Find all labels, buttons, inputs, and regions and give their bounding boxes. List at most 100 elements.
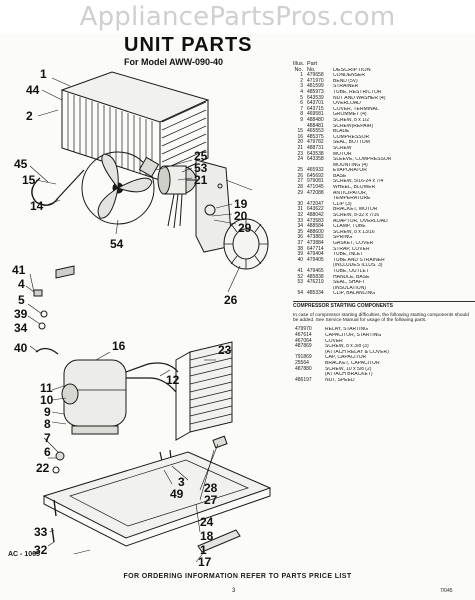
illus-number: 23 [297,150,303,157]
part-number: 479405 [307,256,324,263]
part-number: 643538 [307,150,324,157]
table-row: TEMPERATURE [293,196,475,202]
part-number: 479658 [307,72,324,79]
part-description: (INCLUDES ILLUS. 3) [333,263,383,269]
callout-7: 7 [44,431,51,445]
table-row: 40 479405 TUBE AND STRAINER [293,256,475,264]
evaporator-coil [175,341,233,441]
illus-number: 6 [300,100,303,107]
part-description: SCREW, 8 x 1/2 [333,117,370,123]
part-description: STRAINER [333,84,359,90]
callout-24: 24 [200,515,214,529]
illus-number: 7 [300,105,303,112]
part-description: TUBE, OUTLET [333,268,369,274]
illus-number: 24 [297,156,303,163]
blower-wheel [223,218,269,270]
part-number: 486197 [295,376,312,383]
part-number: 488731 [307,144,324,151]
part-description: GASKET, COVER [333,241,374,246]
part-description: SPRING [333,235,353,241]
part-description: MOTOR [333,151,352,157]
part-description: CLIP, BALANCING [333,291,376,297]
part-description: TUBE AND STRAINER [333,257,385,263]
part-description: BRACKET, CAPACITOR [325,360,380,366]
part-description: CAPACITOR, STARTING [325,332,382,338]
motor-bracket [195,159,233,253]
part-number: 485375 [307,133,324,140]
illus-number: 4 [300,88,303,95]
callout-26: 26 [224,293,238,307]
illus-number: 1 [300,72,303,79]
page-number: 3 [232,588,236,594]
part-number: 479404 [307,251,324,258]
callout-32: 32 [34,543,48,557]
part-description: BRACKET, MOTOR [333,207,378,213]
part-description: TEMPERATURE [333,196,371,202]
part-description: SLEEVE, COMPRESSOR [333,157,392,163]
part-number: 488042 [307,212,324,219]
table-row: (ATTACH BRACKET) [293,372,475,378]
illus-number: 27 [297,178,303,185]
callout-8: 8 [44,417,51,431]
callout-10: 10 [40,393,54,407]
callout-14: 14 [30,199,44,213]
part-description: SEAL, BOTTOM [333,140,370,146]
callout-20: 20 [234,209,248,223]
illus-number: 28 [297,184,303,191]
part-description: BEND (5V) [333,78,358,84]
page-title: UNIT PARTS [124,34,253,56]
illus-number: 40 [297,256,303,263]
callout-22: 22 [36,461,50,475]
callout-34: 34 [14,321,28,335]
part-number: 485973 [307,88,324,95]
part-number: 488584 [307,223,324,230]
callout-41: 41 [12,263,26,277]
illus-number: 54 [297,290,303,297]
illus-number: 5 [300,94,303,101]
part-description: (INSULATION) [333,285,366,291]
callout-33: 33 [34,525,48,539]
callout-21: 21 [194,173,208,187]
table-row: (INSULATION) [293,286,475,292]
fan-blade [81,151,155,225]
part-number: 465932 [307,167,324,174]
callout-15: 15 [22,173,36,187]
illus-number: 37 [297,240,303,246]
illus-number: 35 [297,228,303,235]
callout-16: 16 [112,339,126,353]
part-description: SCREW, 8 x 13/16 [333,229,375,235]
part-number: 472047 [307,200,324,207]
part-description: SCREW, 8-32 x 7/16 [333,213,380,219]
section-note: In case of compressor starting difficult… [293,312,469,323]
part-description: SCREW, 5/16-24 x 7/4 [333,179,384,185]
callout-44: 44 [26,83,40,97]
part-number: 791869 [295,354,312,361]
part-description: BASE [333,173,347,179]
part-number: 485838 [307,273,324,280]
part-number: 479782 [307,139,324,146]
part-description: GROMMET (4) [333,112,367,118]
part-number: 485334 [307,290,324,297]
callout-18: 18 [200,529,214,543]
illus-number: 29 [297,189,303,196]
illus-number: 30 [297,200,303,207]
part-number: 643701 [307,100,324,107]
table-row: 54 485334 CLIP, BALANCING [293,291,475,297]
callout-25: 25 [194,149,208,163]
part-number: 473882 [307,234,324,241]
callout-3: 3 [178,475,185,489]
